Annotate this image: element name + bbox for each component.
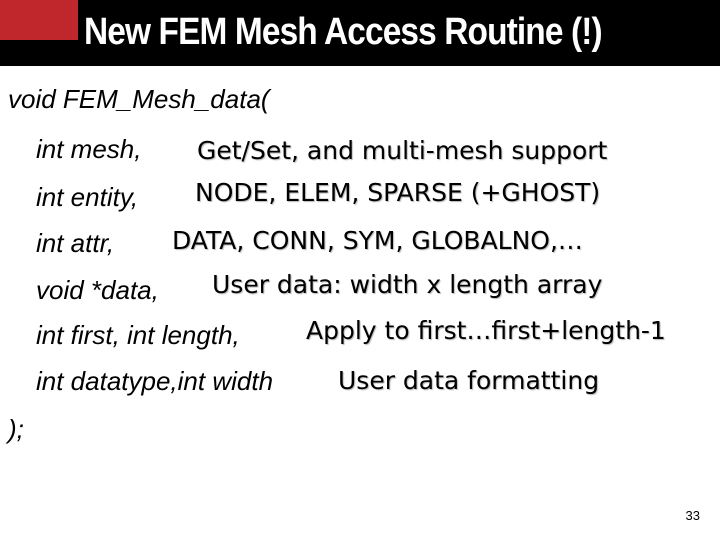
param-entity: int entity,	[36, 182, 139, 212]
param-mesh: int mesh,	[36, 134, 142, 164]
param-first-length-description: Apply to first…first+length-1	[306, 316, 666, 345]
function-closing: );	[8, 414, 24, 444]
param-mesh-description: Get/Set, and multi-mesh support	[197, 136, 608, 165]
param-data: void *data,	[36, 275, 159, 305]
param-first-length: int first, int length,	[36, 320, 240, 350]
slide-title: New FEM Mesh Access Routine (!)	[84, 11, 603, 53]
function-signature: void FEM_Mesh_data(	[8, 84, 270, 114]
title-bar	[0, 0, 720, 66]
param-data-description: User data: width x length array	[212, 270, 603, 299]
param-datatype-width: int datatype,int width	[36, 366, 274, 396]
accent-block	[0, 0, 78, 40]
param-entity-description: NODE, ELEM, SPARSE (+GHOST)	[195, 178, 601, 207]
param-datatype-width-description: User data formatting	[338, 366, 600, 395]
param-attr-description: DATA, CONN, SYM, GLOBALNO,…	[172, 226, 583, 255]
param-attr: int attr,	[36, 228, 115, 258]
page-number: 33	[685, 508, 700, 523]
